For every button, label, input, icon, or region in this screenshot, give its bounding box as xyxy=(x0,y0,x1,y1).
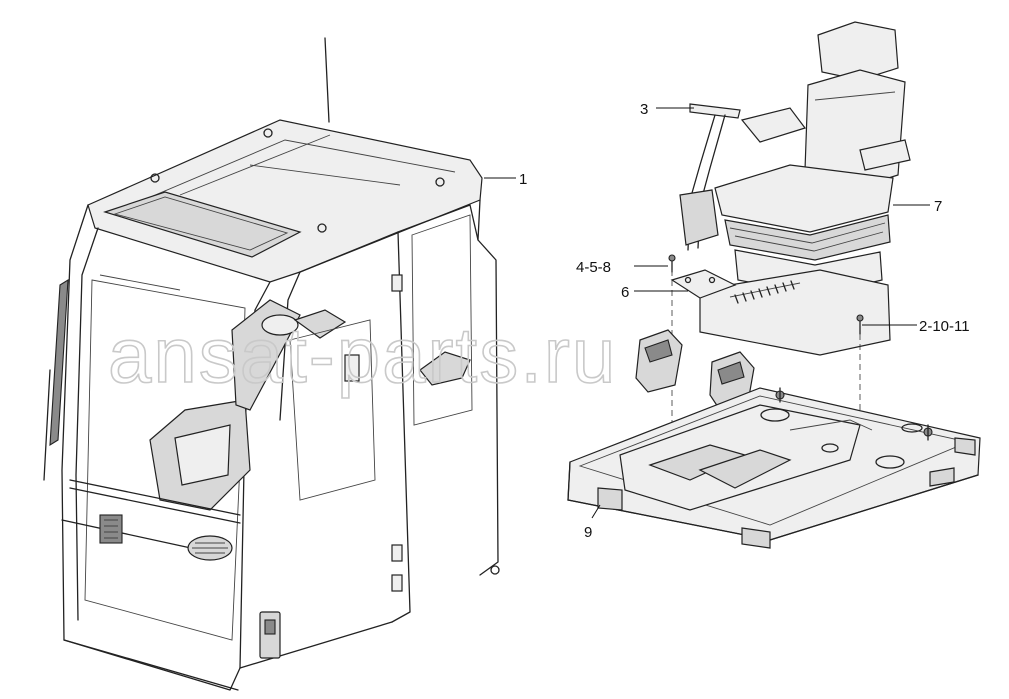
wiper-arm xyxy=(49,278,69,447)
watermark-text: ansat-parts.ru xyxy=(108,311,617,399)
callout-4-5-8: 4-5-8 xyxy=(576,259,611,276)
cab-floor-plate xyxy=(567,387,981,549)
callout-1: 1 xyxy=(519,171,527,188)
cab-right-side xyxy=(477,199,499,576)
seat-headrest xyxy=(817,21,899,81)
operator-seat xyxy=(668,21,911,440)
leader-9 xyxy=(591,504,601,519)
operator-cab xyxy=(43,37,500,691)
seat-suspension xyxy=(724,214,891,261)
control-lever-handle xyxy=(689,103,741,119)
leader-lines xyxy=(484,107,930,519)
left-pedal xyxy=(635,329,683,393)
roof-window xyxy=(103,191,302,258)
antenna xyxy=(324,37,330,123)
vent-slots xyxy=(734,280,795,304)
callout-6: 6 xyxy=(621,284,629,301)
callout-9: 9 xyxy=(584,524,592,541)
callout-2-10-11: 2-10-11 xyxy=(919,318,970,335)
callout-7: 7 xyxy=(934,198,942,215)
seat-left-armrest xyxy=(740,107,806,143)
mount-foot xyxy=(597,487,623,511)
door-handle xyxy=(259,611,281,659)
seat-mounting-box xyxy=(699,269,891,356)
seat-cushion xyxy=(714,164,894,233)
seat-right-armrest xyxy=(859,139,911,171)
callout-3: 3 xyxy=(640,101,648,118)
cab-left-post xyxy=(61,204,241,691)
